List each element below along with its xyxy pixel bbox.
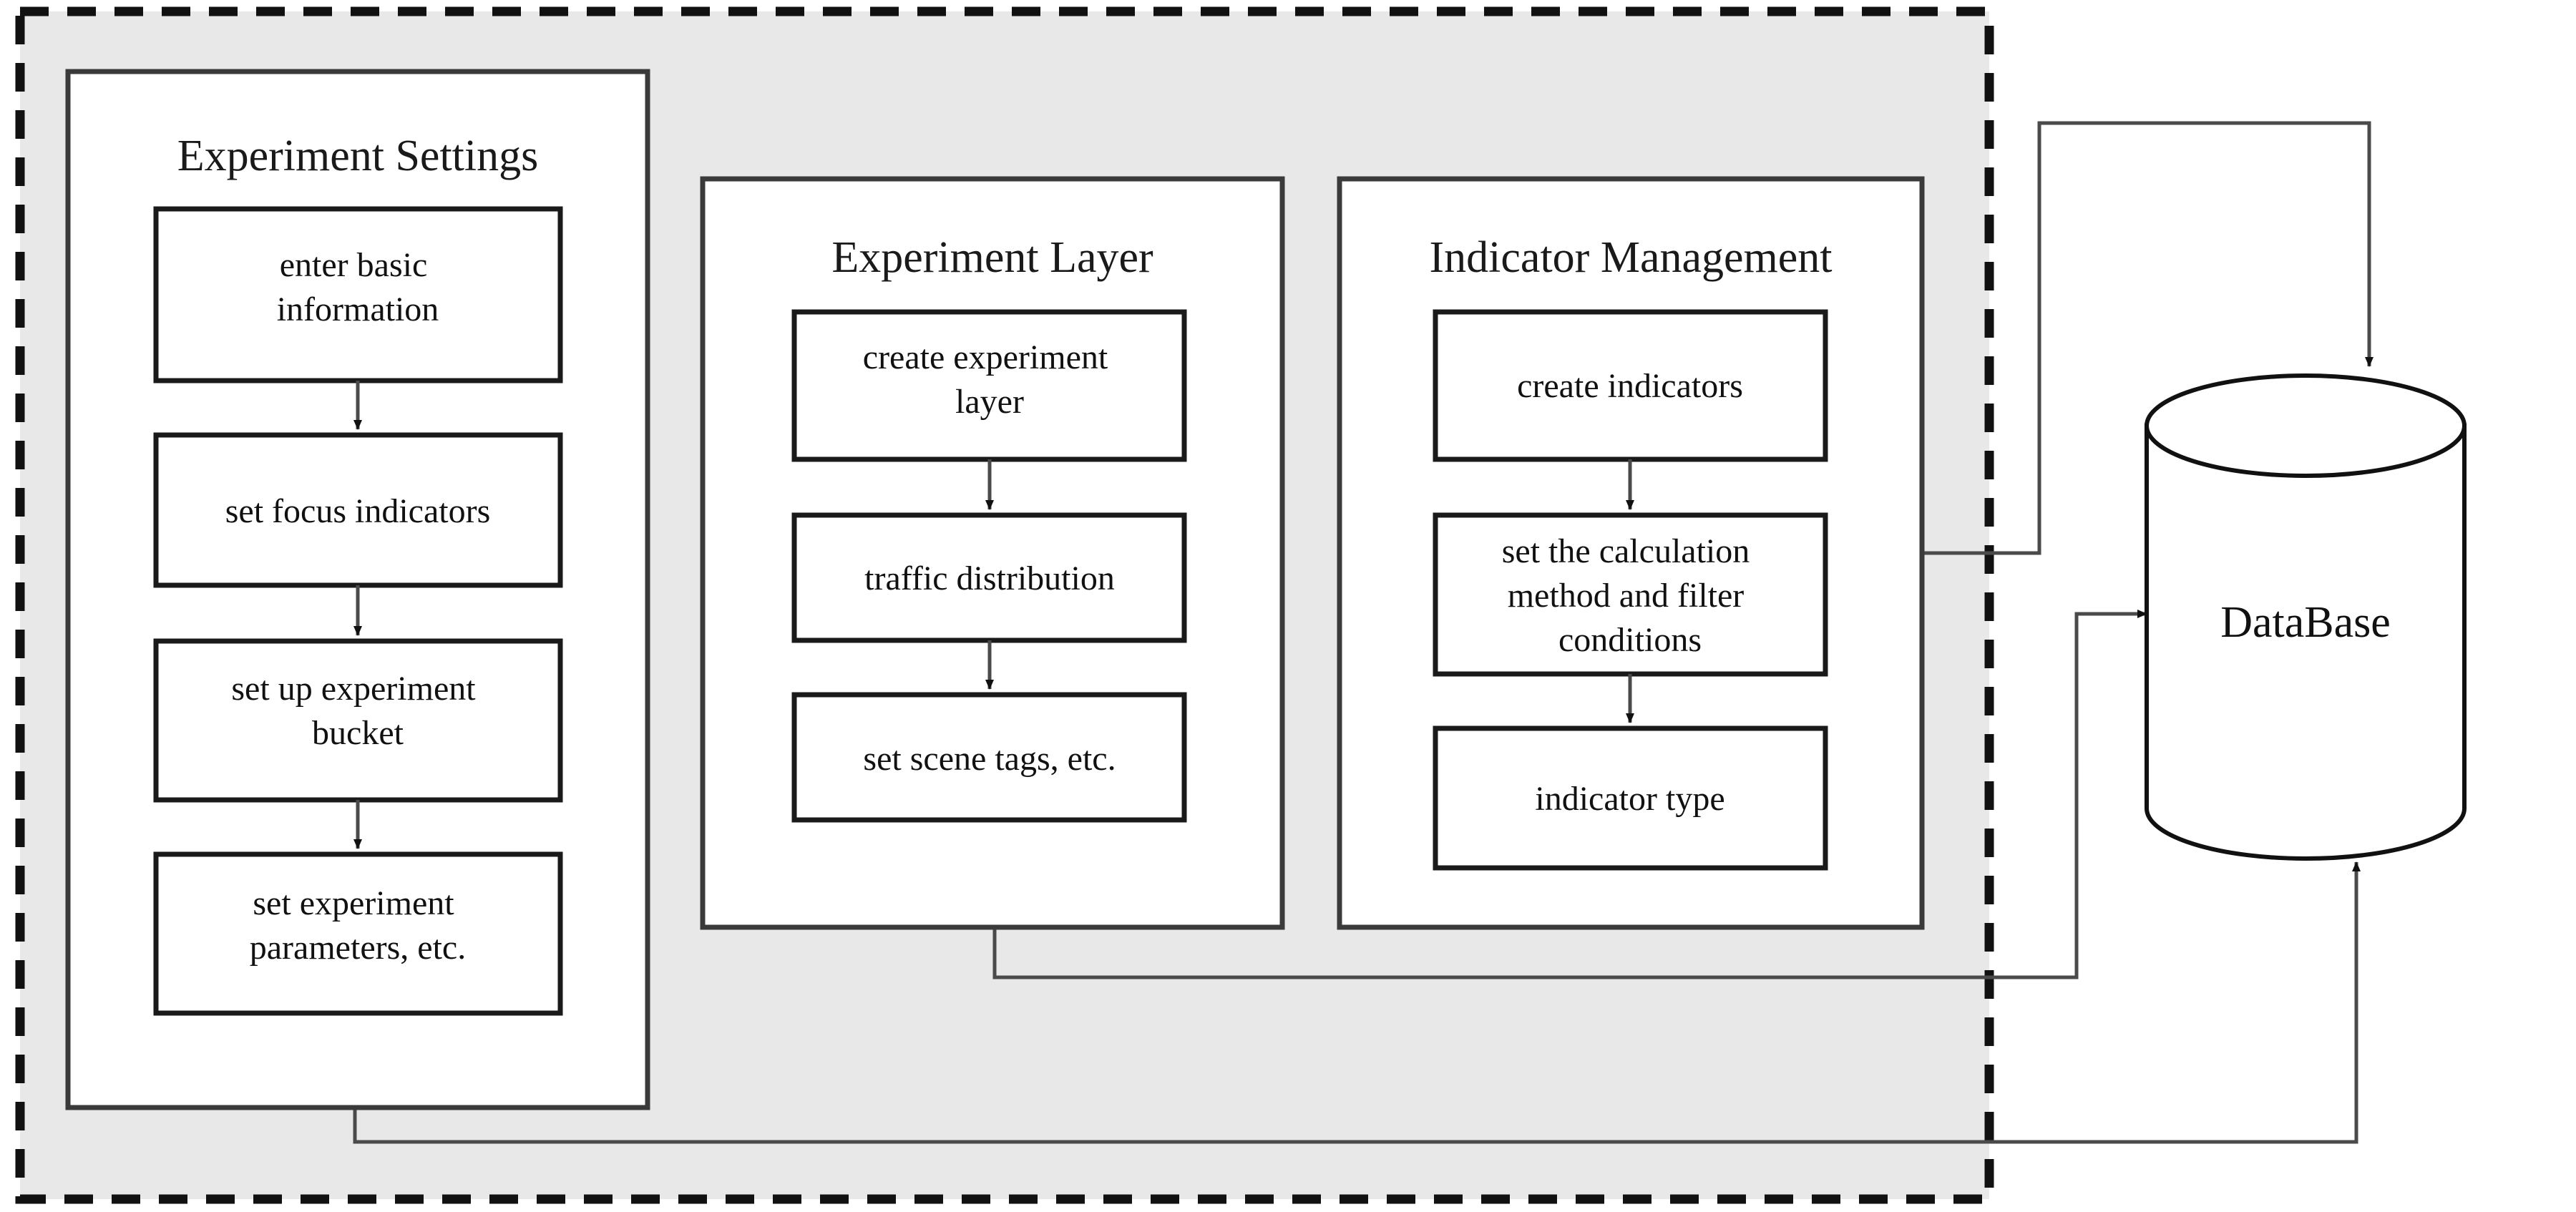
node-set-up-experiment-bucket[interactable] (153, 638, 563, 803)
group-title-indicator-management: Indicator Management (1430, 233, 1833, 282)
group-title-experiment-settings: Experiment Settings (177, 132, 539, 180)
connector-indicator-management-to-database (1922, 121, 2373, 555)
node-enter-basic-information[interactable] (153, 206, 563, 383)
node-label-set-focus-indicators: set focus indicators (225, 492, 491, 530)
database-label: DataBase (2220, 598, 2391, 647)
connector-experiment-layer-to-database (992, 610, 2147, 979)
node-label-create-indicators: create indicators (1517, 367, 1743, 405)
node-indicator-type[interactable] (1433, 725, 1828, 871)
node-label-traffic-distribution: traffic distribution (864, 559, 1115, 597)
node-label-set-experiment-parameters: set experiment parameters, etc. (250, 884, 466, 967)
node-set-focus-indicators[interactable] (153, 432, 563, 588)
node-label-indicator-type: indicator type (1535, 780, 1724, 818)
node-create-experiment-layer[interactable] (791, 309, 1187, 462)
node-label-create-experiment-layer: create experiment layer (863, 338, 1116, 421)
node-label-set-the-calculation-method-and-filter-conditions: set the calculation method and filter co… (1502, 532, 1759, 659)
node-traffic-distribution[interactable] (791, 512, 1187, 643)
node-label-set-scene-tags: set scene tags, etc. (863, 740, 1116, 778)
database-body (2145, 424, 2467, 861)
node-create-indicators[interactable] (1433, 309, 1828, 462)
node-set-experiment-parameters[interactable] (153, 851, 563, 1016)
node-set-the-calculation-method-and-filter-conditions[interactable] (1433, 512, 1828, 677)
node-set-scene-tags[interactable] (791, 692, 1187, 823)
database-cylinder[interactable]: DataBase (2145, 373, 2467, 861)
database-top-ellipse (2145, 373, 2467, 478)
node-label-set-up-experiment-bucket: set up experiment bucket (231, 670, 484, 752)
group-title-experiment-layer: Experiment Layer (831, 233, 1153, 282)
connector-experiment-settings-to-database (353, 861, 2361, 1144)
node-label-enter-basic-information: enter basic information (277, 246, 439, 328)
